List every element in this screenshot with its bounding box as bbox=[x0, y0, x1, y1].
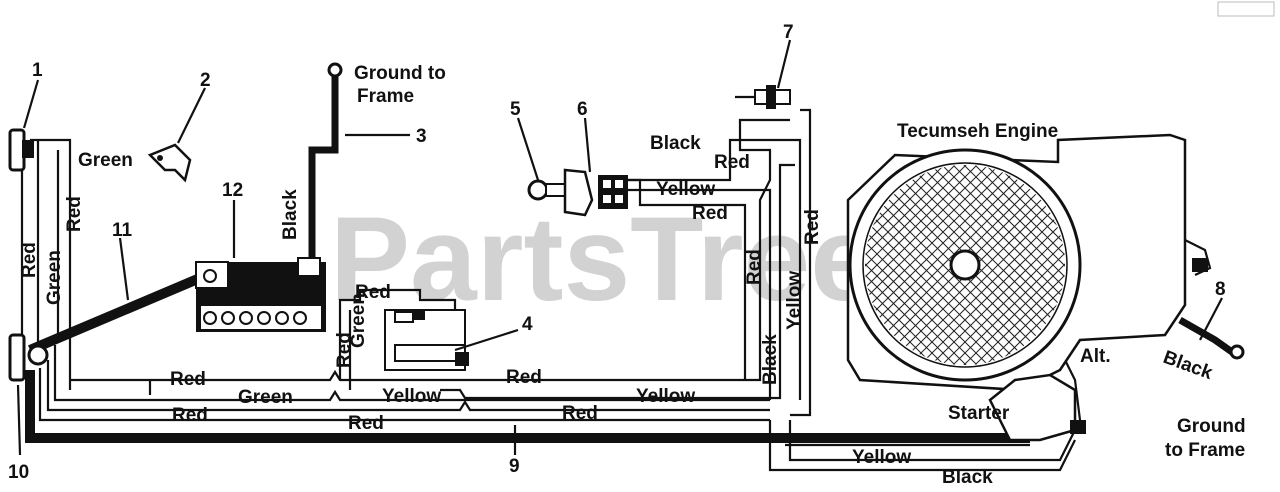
engine-label: Tecumseh Engine bbox=[897, 121, 1058, 142]
seat-switch bbox=[8, 333, 49, 382]
wire-label-green-top: Green bbox=[78, 150, 133, 171]
callout-5: 5 bbox=[510, 99, 521, 120]
wire-label-black-switch: Black bbox=[650, 133, 701, 154]
ground-label-engine-2: to Frame bbox=[1165, 440, 1245, 461]
ground-label-battery-1: Ground to bbox=[354, 63, 446, 84]
wire-label-yellow-vertical-mid: Yellow bbox=[784, 271, 805, 330]
wire-label-red-switch-top: Red bbox=[714, 152, 750, 173]
ground-terminal-battery bbox=[327, 62, 343, 78]
ground-cable-3 bbox=[308, 75, 339, 265]
starter-label: Starter bbox=[948, 403, 1010, 424]
wire-label-black-ground-engine: Black bbox=[1160, 347, 1215, 384]
wire-label-red-vertical-right: Red bbox=[802, 209, 823, 245]
callout-6: 6 bbox=[577, 99, 588, 120]
callout-9: 9 bbox=[509, 456, 520, 477]
connector-plug bbox=[394, 311, 414, 323]
callout-11: 11 bbox=[112, 220, 133, 241]
alternator-label: Alt. bbox=[1080, 346, 1111, 367]
battery-cable-9 bbox=[25, 370, 1030, 443]
wire-label-yellow-switch: Yellow bbox=[656, 179, 715, 200]
wire-label-red-solenoid-side: Red bbox=[334, 332, 355, 368]
callout-arrows bbox=[16, 39, 1223, 456]
wire-label-black-battery: Black bbox=[280, 189, 301, 240]
wire-label-red-switch-bottom: Red bbox=[692, 203, 728, 224]
interlock-switch bbox=[8, 128, 34, 172]
engine bbox=[846, 133, 1235, 392]
wire-label-red-solenoid-top: Red bbox=[355, 282, 391, 303]
wire-label-green-bottom: Green bbox=[238, 387, 293, 408]
wire-label-yellow-bottom: Yellow bbox=[852, 447, 911, 468]
wire-label-red-bottom-2: Red bbox=[172, 405, 208, 426]
callout-1: 1 bbox=[32, 60, 43, 81]
corner-mark bbox=[1217, 1, 1275, 17]
wire-label-yellow-main: Yellow bbox=[636, 386, 695, 407]
wire-label-red-bottom-3: Red bbox=[348, 413, 384, 434]
callout-4: 4 bbox=[522, 314, 533, 335]
wire-label-green-solenoid: Green bbox=[348, 293, 369, 348]
ground-label-engine-1: Ground bbox=[1177, 416, 1246, 437]
battery-cable-11 bbox=[28, 273, 202, 355]
wire-label-red-vertical-mid: Red bbox=[744, 249, 765, 285]
wire-label-black-vertical-mid: Black bbox=[760, 334, 781, 385]
ground-terminal-engine bbox=[1229, 344, 1245, 360]
callout-12: 12 bbox=[222, 180, 243, 201]
wire-label-red-left-vertical: Red bbox=[64, 196, 85, 232]
callout-2: 2 bbox=[200, 70, 211, 91]
harness-clip bbox=[147, 143, 192, 183]
starter bbox=[988, 373, 1086, 442]
wire-label-red-outer-vertical: Red bbox=[19, 242, 40, 278]
wire-label-black-bottom: Black bbox=[942, 467, 993, 488]
wire-label-red-bottom-1: Red bbox=[170, 369, 206, 390]
ignition-switch bbox=[563, 168, 628, 217]
spark-plug-connector bbox=[735, 85, 791, 109]
callout-3: 3 bbox=[416, 126, 427, 147]
wire-label-red-lower: Red bbox=[562, 403, 598, 424]
callout-8: 8 bbox=[1215, 279, 1226, 300]
watermark: PartsTree bbox=[330, 192, 877, 326]
ground-label-battery-2: Frame bbox=[357, 86, 414, 107]
wire-harness bbox=[20, 108, 1082, 472]
battery bbox=[195, 257, 326, 332]
callout-10: 10 bbox=[8, 462, 29, 483]
wire-label-red-main: Red bbox=[506, 367, 542, 388]
wire-label-green-vertical: Green bbox=[44, 250, 65, 305]
wire-label-yellow-solenoid: Yellow bbox=[382, 386, 441, 407]
callout-7: 7 bbox=[783, 22, 794, 43]
